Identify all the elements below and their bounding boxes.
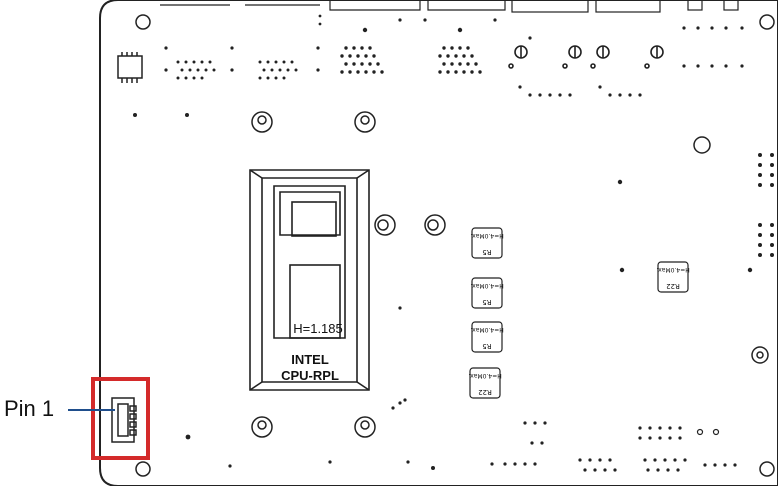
svg-text:R5: R5 xyxy=(482,248,491,256)
cpu-socket xyxy=(249,169,370,391)
svg-text:H=4.0Max.: H=4.0Max. xyxy=(470,326,503,333)
height-tag-r5-2: H=4.0Max. R5 xyxy=(470,277,504,309)
cpu-height-label: H=1.185 xyxy=(293,321,343,336)
svg-text:H=4.0Max.: H=4.0Max. xyxy=(470,232,503,239)
height-tag-r5-3: H=4.0Max. R5 xyxy=(470,321,504,353)
pin1-connector xyxy=(111,397,137,443)
svg-text:R22: R22 xyxy=(666,282,680,290)
height-tag-r5-1: H=4.0Max. R5 xyxy=(470,227,504,259)
standoff-screws xyxy=(251,111,446,438)
svg-text:R5: R5 xyxy=(482,342,491,350)
top-io-connectors xyxy=(160,0,739,13)
cpu-model-label: CPU-RPL xyxy=(281,368,339,383)
pin1-callout-label: Pin 1 xyxy=(4,396,55,421)
height-tag-r22-2: H=4.0Max. R22 xyxy=(656,261,690,293)
round-components xyxy=(508,45,664,69)
connector-footprints-top xyxy=(133,14,774,472)
cpu-vendor-label: INTEL xyxy=(291,352,329,367)
svg-text:H=4.0Max.: H=4.0Max. xyxy=(656,266,689,273)
ic-chip xyxy=(117,52,143,83)
svg-text:H=4.0Max.: H=4.0Max. xyxy=(470,282,503,289)
height-tag-r22-1: H=4.0Max. R22 xyxy=(468,367,502,399)
svg-text:H=4.0Max.: H=4.0Max. xyxy=(468,372,501,379)
svg-text:R22: R22 xyxy=(478,388,492,396)
mounting-holes xyxy=(135,14,775,477)
svg-text:R5: R5 xyxy=(482,298,491,306)
small-pads xyxy=(696,428,720,436)
pin1-highlight-box xyxy=(91,377,150,460)
